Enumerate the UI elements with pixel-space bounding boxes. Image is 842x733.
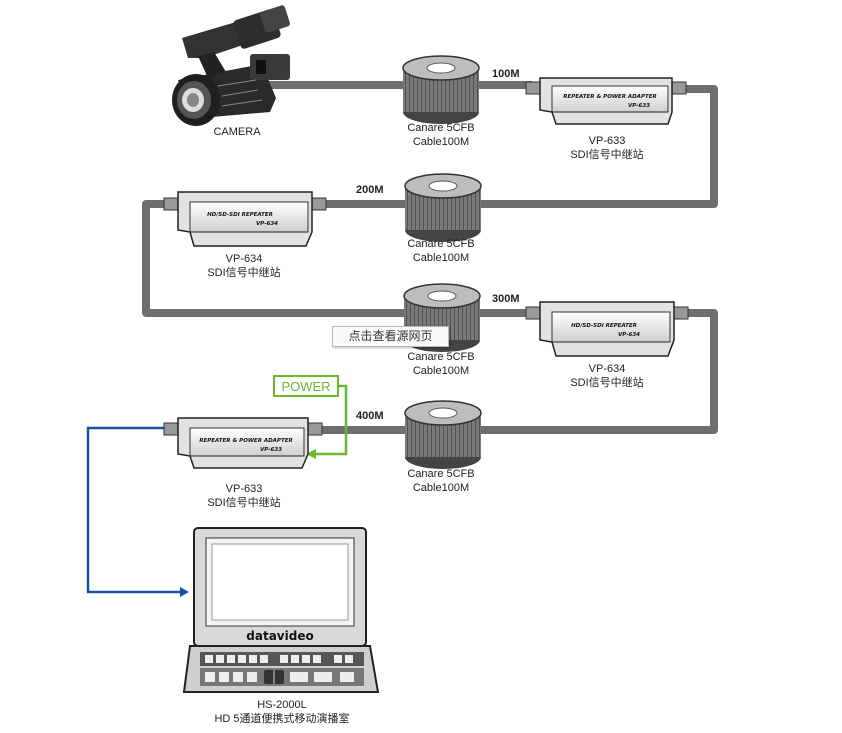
- portable-studio-icon: [182, 527, 380, 693]
- repeater-2-desc: SDI信号中继站: [207, 265, 280, 279]
- cable-route: [142, 81, 718, 434]
- repeater-4-model: VP-633: [226, 483, 263, 495]
- cable-1-length: Cable100M: [413, 136, 469, 148]
- cable-reel-1: [402, 55, 480, 124]
- cable-3-length: Cable100M: [413, 365, 469, 377]
- cable-1-distance: 100M: [492, 68, 520, 80]
- repeater-3-desc: SDI信号中继站: [570, 375, 643, 389]
- cable-4-distance: 400M: [356, 410, 384, 422]
- repeater-3-panel-model: VP-634: [618, 332, 640, 338]
- cable-2-name: Canare 5CFB: [407, 238, 474, 250]
- power-label: POWER: [281, 379, 330, 394]
- repeater-2-model: VP-634: [226, 253, 263, 265]
- repeater-1-panel-model: VP-633: [628, 103, 650, 109]
- repeater-4-desc: SDI信号中继站: [207, 495, 280, 509]
- repeater-1-desc: SDI信号中继站: [570, 147, 643, 161]
- repeater-3-panel-title: HD/SD-SDI REPEATER: [571, 323, 637, 329]
- studio-brand: datavideo: [246, 629, 313, 643]
- camera-icon: [172, 5, 290, 126]
- repeater-1-panel-title: REPEATER & POWER ADAPTER: [563, 94, 656, 100]
- repeater-1-model: VP-633: [589, 135, 626, 147]
- cable-2-length: Cable100M: [413, 252, 469, 264]
- repeater-4-panel-model: VP-633: [260, 447, 282, 453]
- repeater-4-device: [163, 417, 323, 469]
- repeater-3-model: VP-634: [589, 363, 626, 375]
- studio-model: HS-2000L: [257, 699, 307, 711]
- cable-reel-2: [404, 173, 482, 242]
- power-line: POWER: [273, 375, 348, 459]
- studio-desc: HD 5通道便携式移动演播室: [214, 711, 349, 725]
- cable-2-distance: 200M: [356, 184, 384, 196]
- repeater-2-panel-title: HD/SD-SDI REPEATER: [207, 212, 273, 218]
- output-signal-line: [86, 426, 189, 597]
- view-source-tooltip[interactable]: 点击查看源网页: [332, 326, 449, 347]
- camera-label: CAMERA: [213, 126, 261, 138]
- repeater-1-device: [525, 77, 687, 125]
- cable-1-name: Canare 5CFB: [407, 122, 474, 134]
- repeater-2-panel-model: VP-634: [256, 221, 278, 227]
- cable-4-name: Canare 5CFB: [407, 468, 474, 480]
- cable-3-name: Canare 5CFB: [407, 351, 474, 363]
- repeater-2-device: [163, 191, 327, 247]
- cable-4-length: Cable100M: [413, 482, 469, 494]
- repeater-4-panel-title: REPEATER & POWER ADAPTER: [199, 438, 292, 444]
- repeater-3-device: [525, 301, 689, 357]
- cable-reel-4: [404, 400, 482, 469]
- cable-3-distance: 300M: [492, 293, 520, 305]
